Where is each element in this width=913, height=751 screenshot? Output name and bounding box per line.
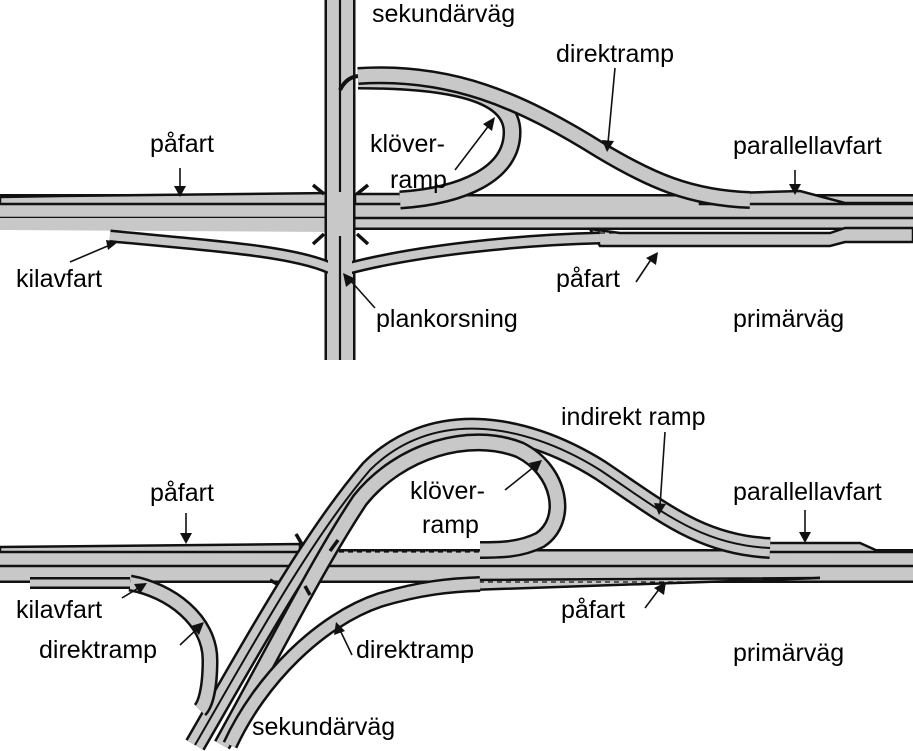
bottom-left-direct-ramp	[30, 574, 219, 717]
bottom-right-direct-ramp	[222, 576, 481, 749]
bottom-label-cloverleaf-2: ramp	[422, 511, 479, 539]
bottom-label-cloverleaf-1: klöver-	[410, 477, 486, 505]
top-label-primary-road: primärväg	[733, 305, 845, 333]
bottom-label-on-ramp-right: påfart	[561, 596, 625, 624]
top-direct-ramp	[357, 66, 751, 209]
top-label-at-grade-junction: plankorsning	[376, 305, 518, 333]
top-wedge-offramp	[109, 229, 601, 275]
bottom-label-indirect-ramp: indirekt ramp	[561, 403, 706, 431]
bottom-cloverleaf-ramp	[214, 433, 567, 750]
top-label-on-ramp-right: påfart	[556, 265, 620, 293]
bottom-bridge-marks	[269, 533, 340, 596]
top-label-direct-ramp: direktramp	[556, 40, 675, 68]
bottom-label-wedge-offramp: kilavfart	[16, 596, 103, 624]
bottom-label-parallel-offramp: parallellavfart	[733, 478, 882, 506]
top-label-on-ramp-left: påfart	[150, 130, 214, 158]
top-primary-road	[0, 194, 913, 230]
top-label-cloverleaf-2: ramp	[390, 166, 447, 194]
top-label-wedge-offramp: kilavfart	[16, 265, 103, 293]
bottom-label-direct-ramp-right: direktramp	[356, 636, 475, 664]
bottom-label-on-ramp-left: påfart	[150, 479, 214, 507]
top-label-cloverleaf-1: klöver-	[370, 130, 446, 158]
bottom-label-primary-road: primärväg	[733, 639, 845, 667]
bottom-label-direct-ramp-left: direktramp	[39, 636, 158, 664]
bottom-interchange	[0, 417, 913, 751]
top-label-secondary-road: sekundärväg	[372, 0, 516, 28]
top-label-parallel-offramp: parallellavfart	[733, 132, 882, 160]
top-bridge-marks	[311, 183, 370, 246]
bottom-label-secondary-road: sekundärväg	[252, 713, 396, 741]
bottom-indirect-ramp	[185, 417, 771, 751]
bottom-arrows	[121, 431, 811, 656]
top-arrows	[69, 67, 801, 309]
top-interchange	[0, 0, 913, 360]
